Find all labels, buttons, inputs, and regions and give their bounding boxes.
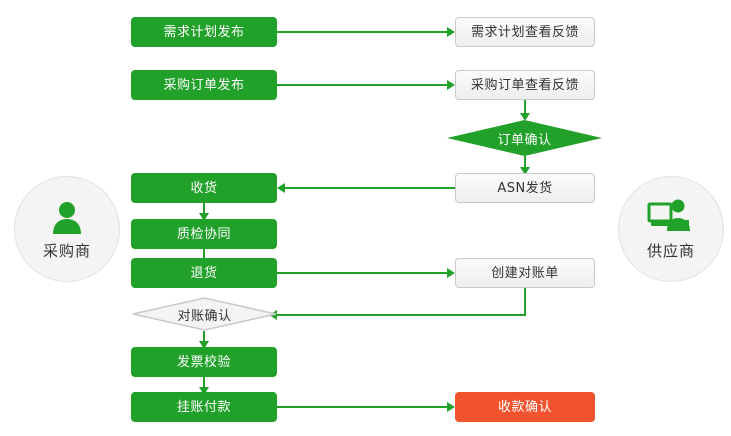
decision-statement-confirm[interactable]: 对账确认 — [132, 297, 277, 331]
node-return-goods[interactable]: 退货 — [131, 258, 277, 288]
connector-return-to-statement — [277, 272, 447, 274]
node-order-feedback[interactable]: 采购订单查看反馈 — [455, 70, 595, 100]
actor-supplier-label: 供应商 — [646, 241, 695, 260]
node-demand-plan-publish[interactable]: 需求计划发布 — [131, 17, 277, 47]
connector-statement-down — [524, 288, 526, 316]
node-label: 退货 — [190, 265, 218, 281]
diamond-shape — [132, 297, 277, 331]
arrowhead-right — [447, 402, 455, 412]
connector-confirm-to-asn — [524, 156, 526, 168]
node-label: 创建对账单 — [491, 265, 559, 281]
arrowhead-right — [447, 268, 455, 278]
node-label: 收款确认 — [497, 399, 552, 415]
node-quality-collaboration[interactable]: 质检协同 — [131, 219, 277, 249]
connector-order-to-confirm — [524, 100, 526, 114]
connector-asn-to-receipt — [285, 187, 455, 189]
node-goods-receipt[interactable]: 收货 — [131, 173, 277, 203]
node-label: 发票校验 — [176, 354, 231, 370]
node-label: 采购订单查看反馈 — [470, 77, 579, 93]
node-label: 挂账付款 — [176, 399, 231, 415]
connector-quality-to-return — [203, 249, 205, 260]
arrowhead-right — [447, 27, 455, 37]
arrowhead-down — [199, 341, 209, 349]
connector-statement-left — [277, 314, 526, 316]
connector-confirm-to-invoice — [203, 331, 205, 342]
node-label: ASN发货 — [497, 180, 553, 196]
actor-buyer: 采购商 — [14, 176, 120, 282]
node-demand-plan-feedback[interactable]: 需求计划查看反馈 — [455, 17, 595, 47]
node-payment-confirm[interactable]: 收款确认 — [455, 392, 595, 422]
person-at-computer-icon — [647, 198, 695, 238]
connector-receipt-to-quality — [203, 203, 205, 214]
connector-invoice-to-payment — [203, 377, 205, 388]
node-label: 需求计划查看反馈 — [470, 24, 579, 40]
node-asn-shipment[interactable]: ASN发货 — [455, 173, 595, 203]
arrowhead-down — [199, 213, 209, 221]
arrowhead-left — [277, 183, 285, 193]
connector-payment-to-confirm — [277, 406, 447, 408]
node-invoice-verification[interactable]: 发票校验 — [131, 347, 277, 377]
node-label: 需求计划发布 — [163, 24, 245, 40]
decision-label: 对账确认 — [177, 308, 232, 324]
arrowhead-down — [520, 167, 530, 175]
node-create-statement[interactable]: 创建对账单 — [455, 258, 595, 288]
decision-label: 订单确认 — [497, 132, 552, 148]
arrowhead-down — [199, 387, 209, 395]
arrowhead-right — [447, 80, 455, 90]
actor-buyer-label: 采购商 — [42, 241, 91, 260]
arrowhead-down — [520, 113, 530, 121]
node-label: 采购订单发布 — [163, 77, 245, 93]
node-payable-payment[interactable]: 挂账付款 — [131, 392, 277, 422]
diamond-shape — [447, 120, 602, 156]
node-purchase-order-publish[interactable]: 采购订单发布 — [131, 70, 277, 100]
node-label: 质检协同 — [176, 226, 231, 242]
actor-supplier: 供应商 — [618, 176, 724, 282]
connector-demand-plan — [277, 31, 447, 33]
decision-order-confirm[interactable]: 订单确认 — [447, 120, 602, 156]
connector-purchase-order — [277, 84, 447, 86]
node-label: 收货 — [190, 180, 218, 196]
person-icon — [47, 198, 87, 238]
